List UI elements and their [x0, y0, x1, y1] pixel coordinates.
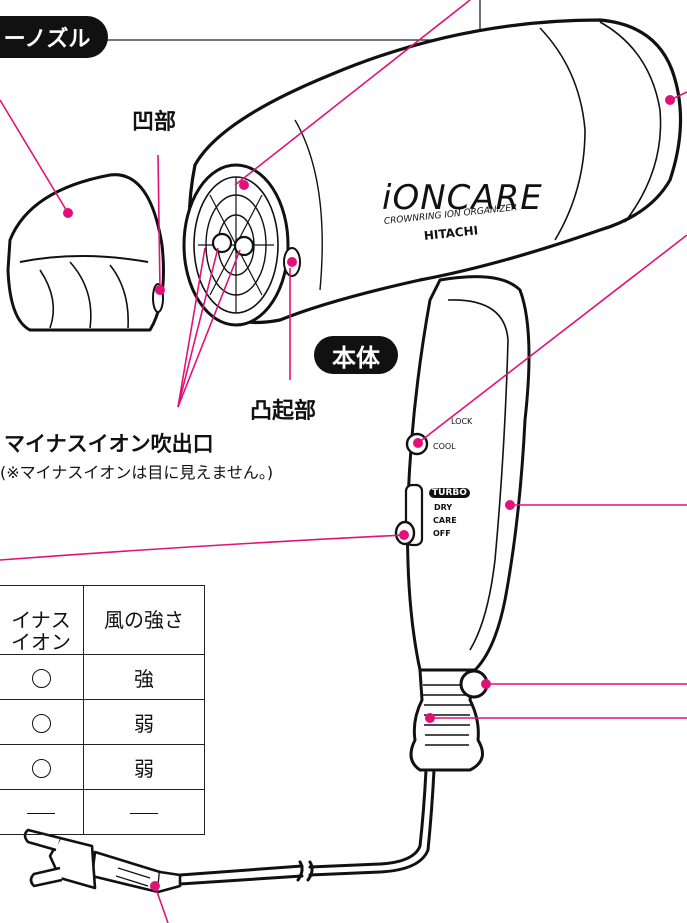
table-cell-ion — [0, 699, 84, 745]
brand-logo: iONCARE — [382, 178, 543, 218]
table-cell-wind: 弱 — [83, 699, 205, 745]
mode-dry-label: DRY — [434, 503, 453, 512]
leader-dots — [63, 95, 675, 891]
header-ion: イナス イオン — [0, 585, 84, 655]
header-wind-text: 風の強さ — [104, 608, 184, 632]
wind-value: 強 — [134, 666, 154, 691]
nozzle — [6, 173, 165, 332]
recess-label: 凹部 — [132, 110, 177, 135]
table-cell-ion — [0, 789, 84, 835]
header-wind: 風の強さ — [83, 585, 205, 655]
header-ion-text: イナス イオン — [11, 608, 71, 654]
protrusion-label: 凸起部 — [250, 399, 317, 424]
table-cell-wind — [83, 789, 205, 835]
cool-label: COOL — [433, 442, 456, 451]
ion-note: (※マイナスイオンは目に見えません。) — [0, 463, 274, 482]
circle-mark — [31, 669, 51, 688]
circle-mark — [31, 759, 51, 778]
ion-outlet-label: マイナスイオン吹出口 — [4, 432, 214, 456]
circle-mark — [31, 714, 51, 733]
mode-off-label: OFF — [433, 529, 451, 538]
wind-value: 弱 — [134, 711, 154, 736]
table-cell-ion — [0, 744, 84, 790]
turbo-label: TURBO — [429, 488, 470, 498]
table-cell-wind: 強 — [83, 654, 205, 700]
mode-table: イナス イオン 風の強さ 強 弱 弱 — [0, 585, 205, 835]
main-body-badge: 本体 — [314, 336, 398, 374]
lock-label: LOCK — [451, 417, 473, 426]
dash-mark — [130, 812, 158, 815]
power-cord — [178, 768, 436, 886]
dryer-body — [182, 18, 683, 772]
table-cell-wind: 弱 — [83, 744, 205, 790]
top-callout-border — [95, 0, 481, 41]
mode-care-label: CARE — [433, 516, 457, 525]
wind-value: 弱 — [134, 756, 154, 781]
main-body-badge-label: 本体 — [332, 343, 380, 372]
dash-mark — [27, 812, 55, 815]
power-plug — [23, 828, 182, 894]
nozzle-badge-label: ーノズル — [3, 27, 91, 52]
nozzle-badge: ーノズル — [0, 16, 108, 58]
table-cell-ion — [0, 654, 84, 700]
